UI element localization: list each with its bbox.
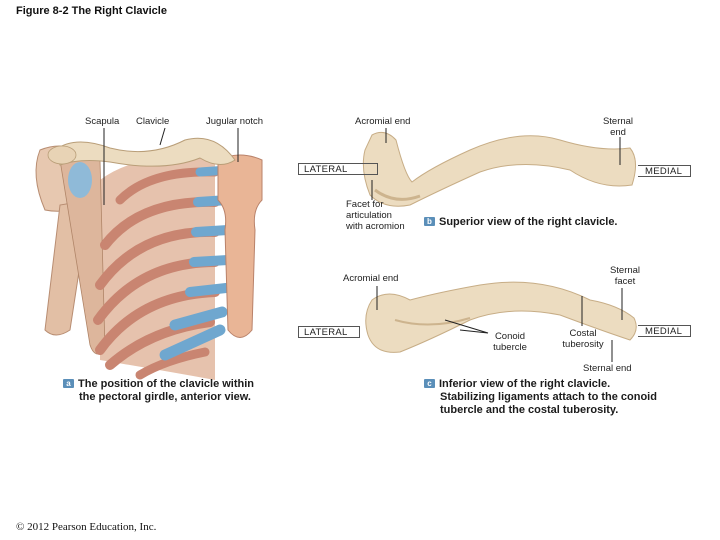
thorax-illustration (35, 127, 263, 380)
caption-a-line-2: the pectoral girdle, anterior view. (79, 391, 251, 403)
label-jugular-notch: Jugular notch (206, 116, 264, 127)
label-conoid-line-2: tubercle (493, 342, 527, 353)
label-clavicle: Clavicle (136, 116, 170, 127)
medial-direction-bar-c (638, 325, 691, 337)
panel-badge-c: c (424, 379, 435, 388)
label-costal-tuberosity: Costal tuberosity (556, 328, 610, 350)
caption-a: a The position of the clavicle within the… (63, 378, 303, 404)
medial-direction-bar-b (638, 165, 691, 177)
caption-c: c Inferior view of the right clavicle. St… (424, 378, 694, 417)
caption-c-line-1: Inferior view of the right clavicle. (439, 378, 611, 390)
caption-b: b Superior view of the right clavicle. (424, 216, 618, 229)
lateral-direction-bar-c (298, 326, 360, 338)
caption-c-line-2: Stabilizing ligaments attach to the cono… (440, 391, 657, 403)
label-conoid-tubercle: Conoid tubercle (486, 331, 534, 353)
label-costal-line-2: tuberosity (562, 339, 604, 350)
label-sternal-end-b: Sternal end (598, 116, 638, 138)
panel-badge-a: a (63, 379, 74, 388)
label-sternal-end-c: Sternal end (583, 363, 632, 374)
label-medial-c: MEDIAL (645, 326, 683, 337)
label-lateral-c: LATERAL (304, 327, 348, 338)
label-sternal-facet-line-2: facet (614, 276, 636, 287)
figure-title: Figure 8-2 The Right Clavicle (16, 5, 167, 17)
label-facet-acromion: Facet for articulation with acromion (346, 199, 405, 232)
panel-badge-b: b (424, 217, 435, 226)
caption-c-line-3: tubercle and the costal tuberosity. (440, 404, 619, 416)
label-acromial-end-b: Acromial end (355, 116, 411, 127)
label-sternal-end-b-line-1: Sternal (602, 116, 634, 127)
lateral-direction-bar-b (298, 163, 378, 175)
label-conoid-line-1: Conoid (494, 331, 526, 342)
label-facet-line-2: articulation (346, 210, 392, 221)
label-sternal-facet-line-1: Sternal (609, 265, 641, 276)
label-acromial-end-c: Acromial end (343, 273, 399, 284)
clavicle-inferior-illustration (365, 281, 637, 362)
caption-b-line-1: Superior view of the right clavicle. (439, 216, 618, 228)
clavicle-superior-illustration (362, 128, 636, 207)
label-facet-line-3: with acromion (346, 221, 405, 232)
copyright-notice: © 2012 Pearson Education, Inc. (16, 521, 157, 533)
label-scapula: Scapula (85, 116, 120, 127)
label-sternal-facet: Sternal facet (602, 265, 648, 287)
label-facet-line-1: Facet for (346, 199, 384, 210)
label-costal-line-1: Costal (569, 328, 597, 339)
costal-cartilages (159, 165, 233, 361)
label-medial-b: MEDIAL (645, 166, 683, 177)
label-sternal-end-b-line-2: end (610, 127, 626, 138)
label-lateral-b: LATERAL (304, 164, 348, 175)
caption-a-line-1: The position of the clavicle within (78, 378, 255, 390)
